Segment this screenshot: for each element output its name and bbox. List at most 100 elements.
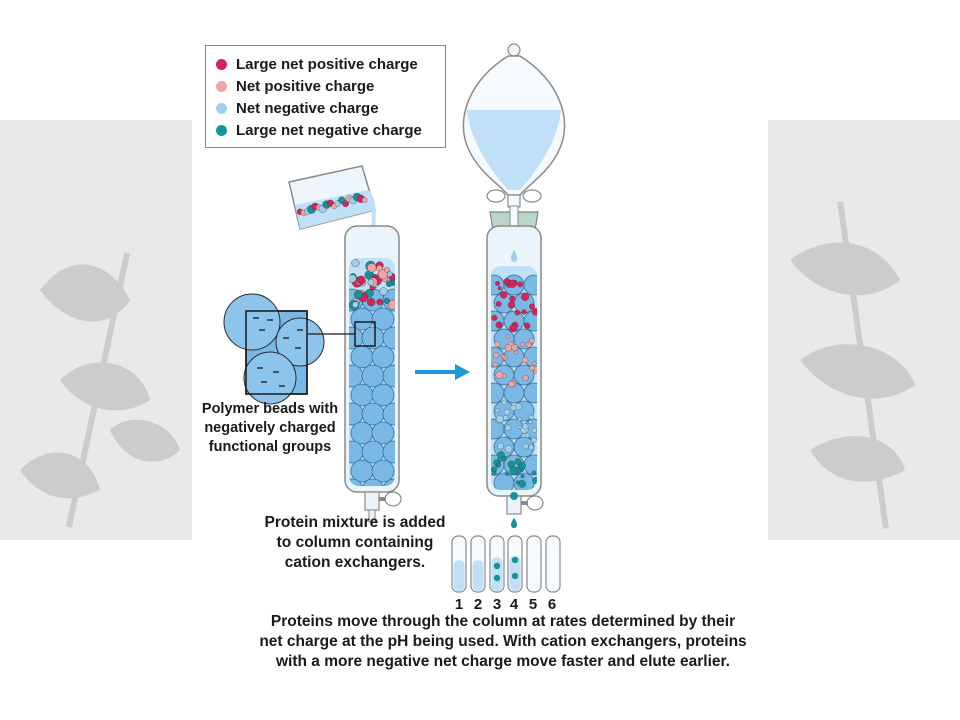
protein-dot [495, 414, 504, 423]
bead [350, 421, 374, 445]
protein-dot [510, 404, 517, 411]
tube-liquid [491, 557, 503, 591]
protein-dot [517, 424, 522, 430]
protein-dot [356, 275, 366, 285]
bead [523, 274, 537, 296]
column-b [486, 225, 544, 528]
bead [361, 402, 385, 426]
protein-dot [491, 314, 498, 321]
protein-dot [532, 361, 537, 366]
collection-tube [526, 535, 542, 593]
protein-dot [529, 365, 535, 371]
protein-dot [531, 307, 537, 316]
protein-dot [342, 200, 349, 208]
bead [350, 459, 374, 483]
protein-dot [518, 462, 526, 470]
eluted-protein [493, 574, 501, 582]
bead [371, 383, 395, 407]
legend-item-negative: Net negative charge [216, 97, 379, 119]
bead [382, 440, 395, 464]
protein-dot [379, 287, 388, 296]
tube-number: 5 [528, 596, 538, 613]
protein-dot [501, 354, 506, 359]
protein-dot [518, 479, 527, 488]
protein-dot [533, 368, 537, 374]
decorative-plant-left [20, 252, 180, 528]
protein-dot [495, 321, 503, 329]
protein-dot [517, 281, 524, 288]
protein-dot [521, 356, 529, 364]
protein-dot [526, 342, 532, 348]
protein-dot [531, 427, 537, 434]
protein-dot [528, 444, 535, 451]
protein-dot [503, 409, 511, 416]
protein-dot [495, 371, 504, 379]
protein-dot [366, 297, 376, 307]
protein-dot [515, 480, 520, 485]
protein-dot [505, 334, 510, 339]
protein-dot [528, 419, 533, 425]
protein-dot [521, 292, 530, 301]
decorative-plant-right [790, 201, 915, 529]
tube-number: 2 [473, 596, 483, 613]
protein-dot [504, 344, 513, 352]
protein-dot [509, 324, 518, 333]
step2-caption-line: with a more negative net charge move fas… [276, 653, 730, 670]
protein-dot [522, 374, 529, 382]
protein-dot [492, 361, 498, 368]
protein-dot [528, 414, 534, 420]
protein-dot [507, 301, 515, 309]
beaker [288, 165, 376, 259]
protein-dot [504, 424, 512, 432]
protein-dot [521, 309, 527, 315]
protein-dot [532, 476, 537, 485]
legend-label: Net negative charge [236, 99, 379, 117]
step2-caption: Proteins move through the column at rate… [225, 612, 781, 672]
beads-caption-line: negatively charged [204, 420, 336, 436]
bead [513, 364, 535, 386]
bead-magnified-inset [223, 293, 376, 405]
tube-liquid [472, 560, 484, 591]
protein-dot [514, 309, 521, 316]
protein-dot [523, 322, 531, 329]
step1-caption-line: cation exchangers. [284, 554, 426, 571]
protein-dot [514, 458, 522, 465]
protein-dot [517, 417, 522, 422]
tube-number: 4 [509, 596, 519, 613]
legend-dot-icon [216, 102, 227, 114]
legend: Large net positive charge Net positive c… [205, 45, 446, 148]
eluted-protein [511, 556, 519, 564]
beads-caption-line: functional groups [208, 439, 332, 455]
protein-dot [504, 445, 513, 453]
eluted-protein [511, 572, 519, 580]
protein-dot [367, 278, 375, 286]
protein-dot [499, 291, 508, 299]
protein-dot [497, 456, 503, 463]
bead [382, 326, 395, 350]
protein-dot [522, 423, 529, 430]
protein-dot [508, 380, 515, 388]
protein-dot [349, 274, 357, 283]
bead [523, 382, 537, 404]
protein-dot [491, 471, 497, 476]
protein-dot [497, 286, 502, 291]
bead [350, 383, 374, 407]
protein-dot [531, 470, 537, 476]
column-a [344, 225, 402, 523]
legend-label: Large net positive charge [236, 55, 418, 73]
protein-dot [509, 466, 518, 475]
collection-tubes [451, 535, 561, 593]
protein-dot [515, 403, 523, 411]
step2-caption-line: net charge at the pH being used. With ca… [259, 633, 747, 650]
protein-dot [495, 281, 500, 286]
beaker-protein-dots [296, 192, 368, 217]
column-b-proteins [491, 278, 537, 488]
legend-dot-icon [216, 124, 227, 136]
protein-dot [361, 197, 368, 203]
protein-dot [367, 263, 377, 273]
beads-caption: Polymer beads with negatively charged fu… [190, 400, 350, 457]
protein-dot [520, 474, 525, 479]
protein-dot [493, 352, 500, 359]
protein-dot [386, 271, 393, 277]
tube-liquid [453, 560, 465, 591]
